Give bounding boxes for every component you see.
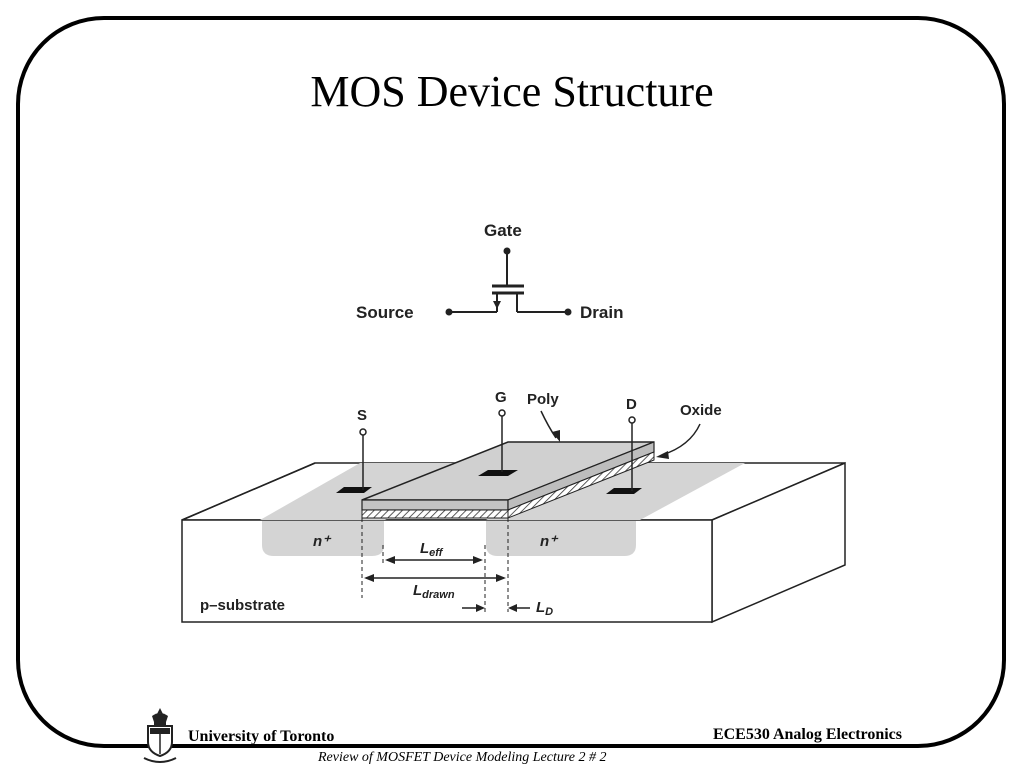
oxide-side-face [507, 451, 655, 519]
poly-front-face [361, 499, 509, 511]
slide-title: MOS Device Structure [310, 67, 714, 116]
gate-contact [478, 470, 518, 476]
gate-label: Gate [484, 221, 522, 240]
oxide-front-face [361, 509, 509, 519]
lecture-caption: Review of MOSFET Device Modeling Lecture… [318, 750, 607, 765]
oxide-leader [661, 423, 701, 456]
gate-pin [498, 409, 506, 417]
ldrawn-arrow-left [364, 574, 374, 582]
leff-label: Leff [420, 540, 444, 559]
substrate-left-edge [181, 462, 316, 521]
ldrawn-arrow-right [496, 574, 506, 582]
device-structure: S G D Poly Oxide n⁺ n⁺ Leff Ldrawn LD [181, 389, 846, 624]
poly-leader-arrow [552, 430, 560, 442]
oxide-label: Oxide [680, 402, 722, 419]
d-label: D [626, 396, 637, 413]
source-pin [359, 428, 367, 436]
drain-pin [628, 416, 636, 424]
drain-terminal [564, 308, 572, 316]
g-label: G [495, 389, 507, 406]
drain-contact [606, 488, 642, 494]
ld-arrow-left [476, 604, 485, 612]
ld-arrow-right [508, 604, 517, 612]
drain-label: Drain [580, 303, 623, 322]
source-terminal [445, 308, 453, 316]
course-name: ECE530 Analog Electronics [712, 726, 902, 743]
ldrawn-label: Ldrawn [413, 582, 455, 601]
source-label: Source [356, 303, 414, 322]
leff-arrow-left [385, 556, 395, 564]
poly-leader [540, 410, 557, 439]
n-plus-right-label: n⁺ [540, 533, 559, 550]
n-plus-right-well [486, 521, 636, 556]
s-label: S [357, 407, 367, 424]
ld-label: LD [536, 599, 553, 618]
slide-frame [16, 16, 1006, 748]
n-plus-left-label: n⁺ [313, 533, 332, 550]
institution-name: University of Toronto [188, 728, 335, 745]
oxide-leader-arrow [656, 451, 669, 459]
substrate-label: p–substrate [200, 597, 285, 614]
source-arrow [493, 301, 501, 309]
university-crest [143, 708, 177, 763]
n-plus-left-well [262, 521, 384, 556]
leff-arrow-right [473, 556, 483, 564]
poly-label: Poly [527, 391, 559, 408]
mosfet-symbol: Gate Source Drain [356, 221, 623, 322]
